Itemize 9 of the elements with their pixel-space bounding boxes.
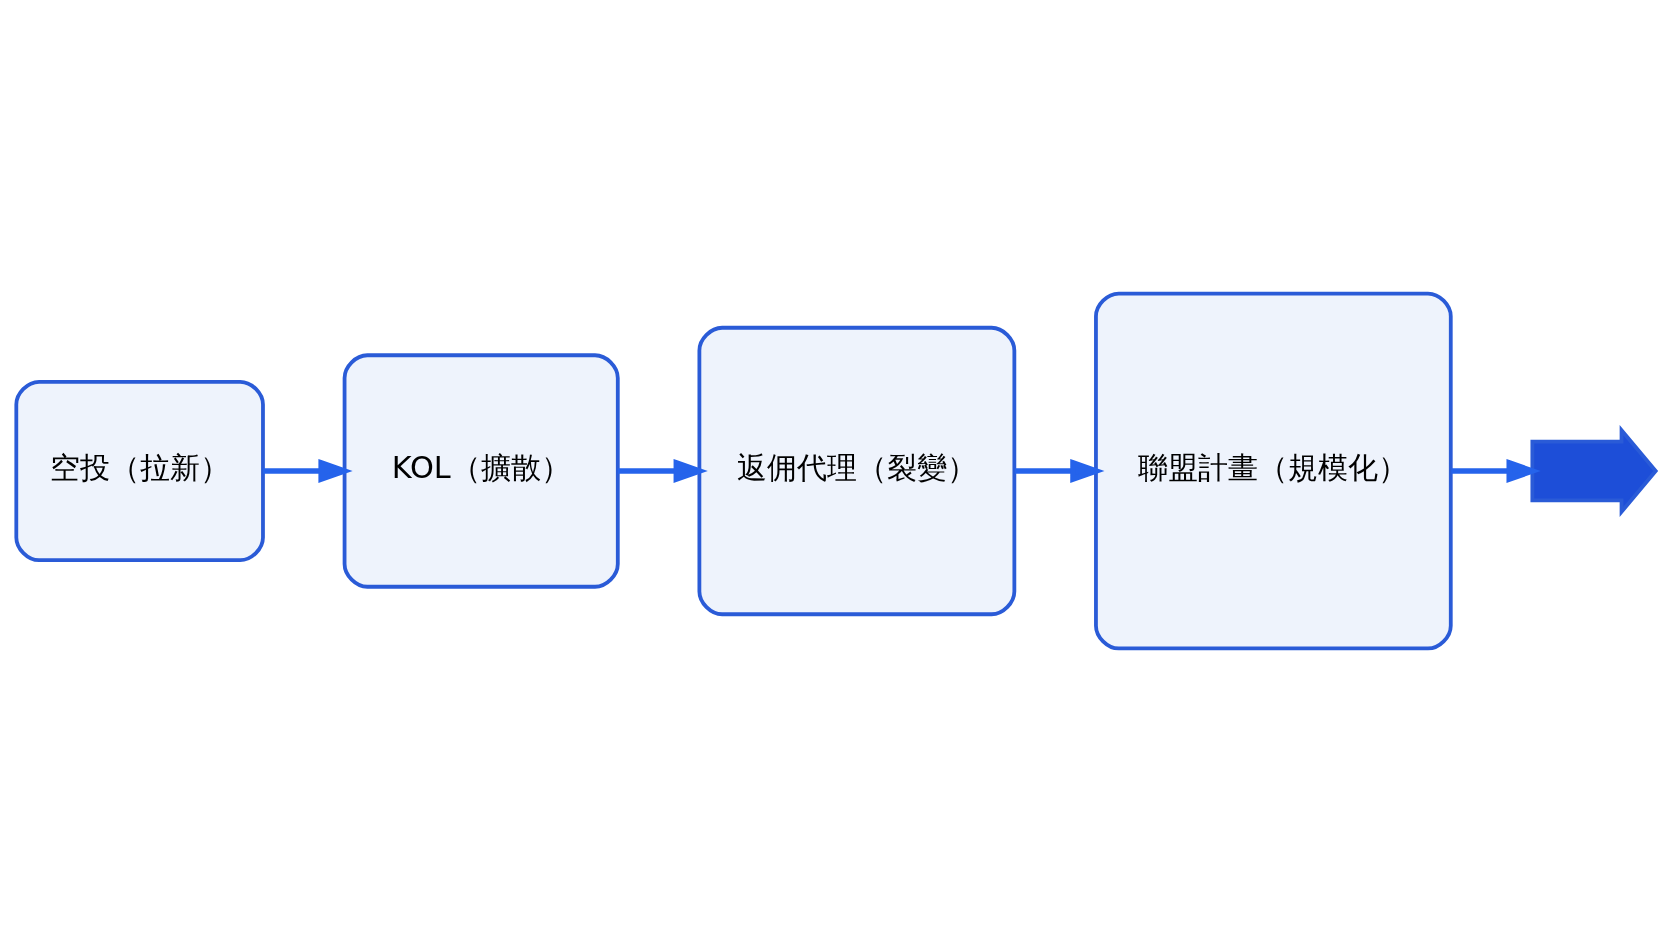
node-box: 返佣代理（裂變） bbox=[697, 325, 1017, 616]
node-box: 聯盟計畫（規模化） bbox=[1094, 291, 1453, 650]
node-chevron bbox=[1530, 424, 1659, 517]
node-box: 空投（拉新） bbox=[14, 379, 265, 562]
arrow bbox=[263, 458, 353, 483]
arrow bbox=[1451, 458, 1541, 483]
node-box: KOL（擴散） bbox=[342, 352, 620, 589]
arrow bbox=[1014, 458, 1105, 483]
arrow bbox=[617, 458, 708, 483]
